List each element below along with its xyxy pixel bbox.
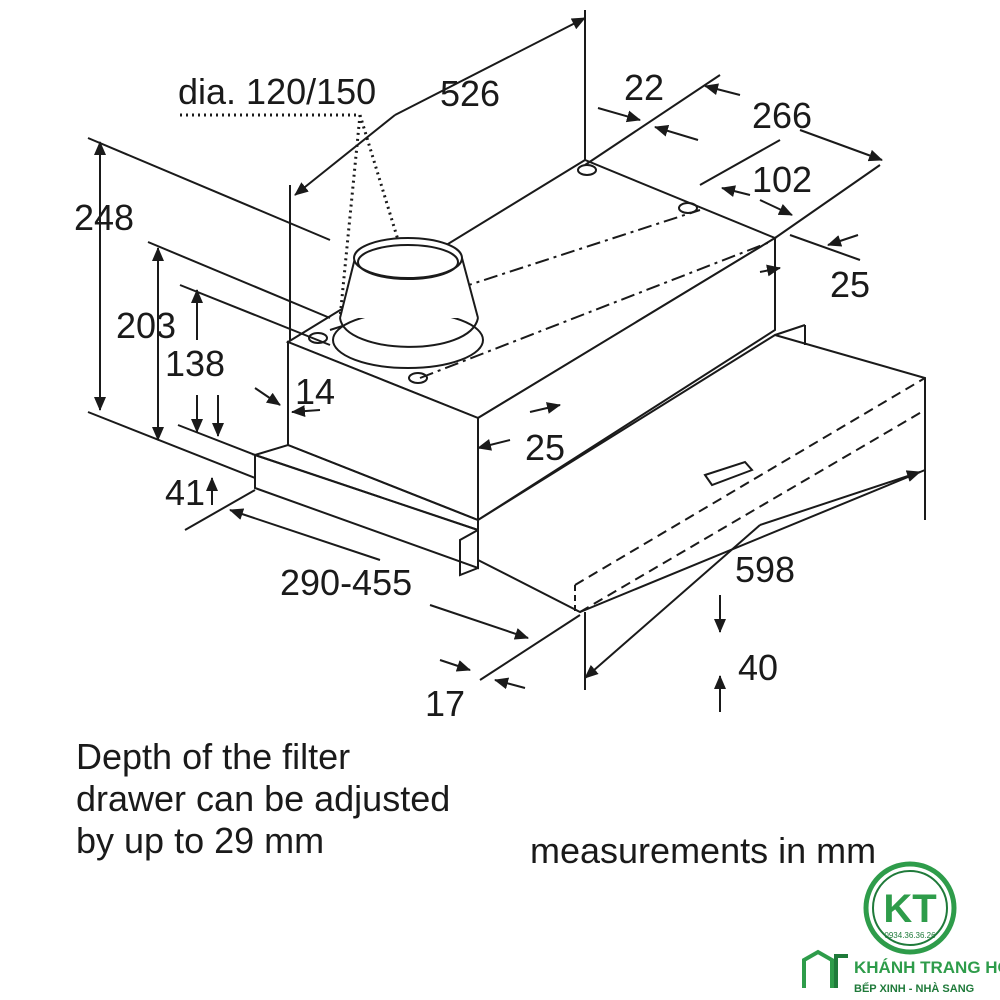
- label-138: 138: [165, 343, 225, 384]
- logo-tagline: BẾP XINH - NHÀ SANG: [854, 982, 974, 995]
- units-note: measurements in mm: [530, 830, 877, 871]
- label-203: 203: [116, 305, 176, 346]
- house-icon: [802, 949, 848, 988]
- filter-depth-note: Depth of the filter drawer can be adjust…: [76, 736, 450, 862]
- dimension-lines: [87, 10, 926, 712]
- label-40: 40: [738, 647, 778, 688]
- hood-body: [251, 158, 926, 614]
- note-line: Depth of the filter: [76, 736, 351, 777]
- label-17: 17: [425, 683, 465, 724]
- note-line: by up to 29 mm: [76, 820, 325, 861]
- brand-logo: KT 0934.36.36.26 KHÁNH TRANG HOME BẾP XI…: [802, 861, 1000, 995]
- label-14: 14: [295, 371, 335, 412]
- label-25-right: 25: [830, 264, 870, 305]
- label-598: 598: [735, 549, 795, 590]
- label-266: 266: [752, 95, 812, 136]
- label-290-455: 290-455: [280, 562, 412, 603]
- logo-phone: 0934.36.36.26: [884, 931, 936, 940]
- dimension-labels: dia. 120/150 526 22 266 102 25 248 203 1…: [74, 67, 870, 724]
- label-25-front: 25: [525, 427, 565, 468]
- logo-monogram: KT: [883, 887, 936, 931]
- label-duct-diameter: dia. 120/150: [178, 71, 376, 112]
- label-41: 41: [165, 472, 205, 513]
- label-102: 102: [752, 159, 812, 200]
- label-526: 526: [440, 73, 500, 114]
- label-248: 248: [74, 197, 134, 238]
- logo-brand: KHÁNH TRANG HOME: [854, 958, 1000, 977]
- duct-connector: [332, 237, 484, 369]
- label-22: 22: [624, 67, 664, 108]
- note-line: drawer can be adjusted: [76, 778, 451, 819]
